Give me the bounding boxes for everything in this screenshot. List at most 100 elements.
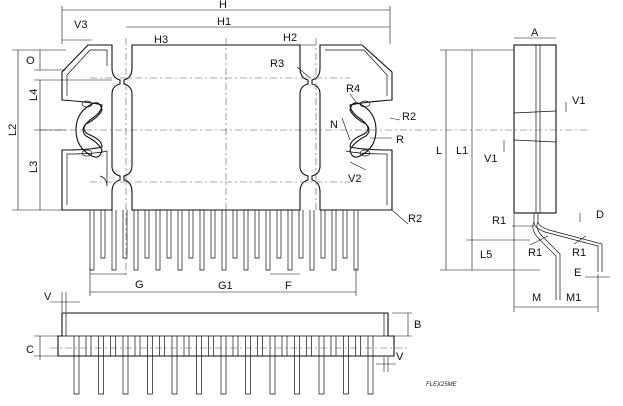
label-B: B [414,319,421,331]
bottom-pin-short [85,336,92,357]
front-pin [155,210,161,271]
bottom-pin-long [220,336,227,395]
label-H2: H2 [283,32,297,44]
bottom-pin-long [147,336,153,395]
bottom-pin-long [269,336,276,395]
leader-R1-c [573,235,587,245]
front-pin [298,210,304,259]
drawing-caption: FLEX25ME [426,382,458,388]
front-pin [353,210,359,271]
front-pin [331,210,337,271]
front-pin [265,210,271,271]
label-H: H [219,0,227,11]
label-L: L [436,145,442,157]
right-slot-hole-bottom [359,149,371,157]
right-slot-hole-top [359,100,371,108]
label-V1-bottom: V1 [484,153,497,165]
body-outline-middle [123,44,309,211]
bottom-pin-short [355,336,361,357]
front-pin [177,210,183,271]
left-slot-hole-bottom [81,149,93,157]
body-outline-right [311,44,393,211]
label-M1: M1 [566,292,581,304]
label-V-top: V [44,291,52,303]
front-pin [210,210,216,259]
front-pin [342,210,348,259]
front-pin [243,210,249,271]
body-outline-inner [66,49,108,205]
label-V-bottom: V [396,351,404,363]
label-V1-top: V1 [572,95,585,107]
label-M: M [532,292,541,304]
bottom-pin-long [122,336,129,395]
bottom-pin-long [367,336,374,395]
side-lead-4 [536,221,561,300]
body-outline-outer [61,44,121,211]
label-V2: V2 [348,173,361,185]
front-pin [166,210,172,259]
leader-R1-b [529,235,549,246]
leader-R2-top [389,117,401,121]
label-G1: G1 [218,280,233,292]
front-view [40,38,430,278]
label-H1: H1 [217,16,231,28]
bottom-pin-long [171,336,178,395]
front-pin [320,210,326,259]
front-pin [144,210,150,259]
leader-R2-bottom [391,209,409,225]
bottom-pin-long [98,336,104,395]
front-pin [188,210,194,259]
front-pin [232,210,238,259]
front-pin [309,210,315,271]
label-R1-b: R1 [528,247,542,259]
left-slot-hole-top [81,100,93,108]
bottom-pin-short [330,336,337,357]
bottom-pin-long [73,336,80,395]
side-labels: A V1 V1 L L1 D R1 R1 R1 L5 E M M1 [436,27,604,304]
label-L5: L5 [480,249,492,261]
front-pin [100,210,106,259]
leader-N [341,117,351,141]
side-view [430,37,610,312]
front-pin [111,210,117,271]
label-D: D [596,209,604,221]
front-pin [199,210,205,271]
label-E: E [574,267,581,279]
label-F: F [285,280,292,292]
front-pin [221,210,227,271]
bottom-pin-long [343,336,349,395]
label-R3: R3 [270,58,284,70]
bottom-pin-long [196,336,202,395]
front-pin [89,210,95,271]
label-R1-a: R1 [492,215,506,227]
left-mounting-slot [75,102,103,158]
bottom-pin-short [134,336,141,357]
front-pin [122,210,128,259]
bottom-pin-short [232,336,239,357]
front-pin [133,210,139,271]
front-pins [89,210,359,271]
front-pin [287,210,293,271]
bottom-view [34,292,412,395]
label-G: G [135,279,144,291]
bottom-pin-short [257,336,263,357]
leader-R4 [349,93,357,103]
bottom-pin-long [318,336,325,395]
front-dimensions [12,6,409,296]
bottom-pin-long [294,336,300,395]
label-V3: V3 [74,19,87,31]
label-C: C [26,344,34,356]
label-L4: L4 [28,89,40,101]
label-H3: H3 [154,34,168,46]
side-body [513,44,557,214]
bottom-pins [73,336,374,395]
bottom-pin-short [281,336,288,357]
bottom-pin-short [208,336,214,357]
front-pin [254,210,260,259]
bottom-pin-short [183,336,190,357]
label-R2-bottom: R2 [408,213,422,225]
bottom-pin-short [306,336,312,357]
leader-V2 [349,161,367,171]
label-L3: L3 [28,161,40,173]
